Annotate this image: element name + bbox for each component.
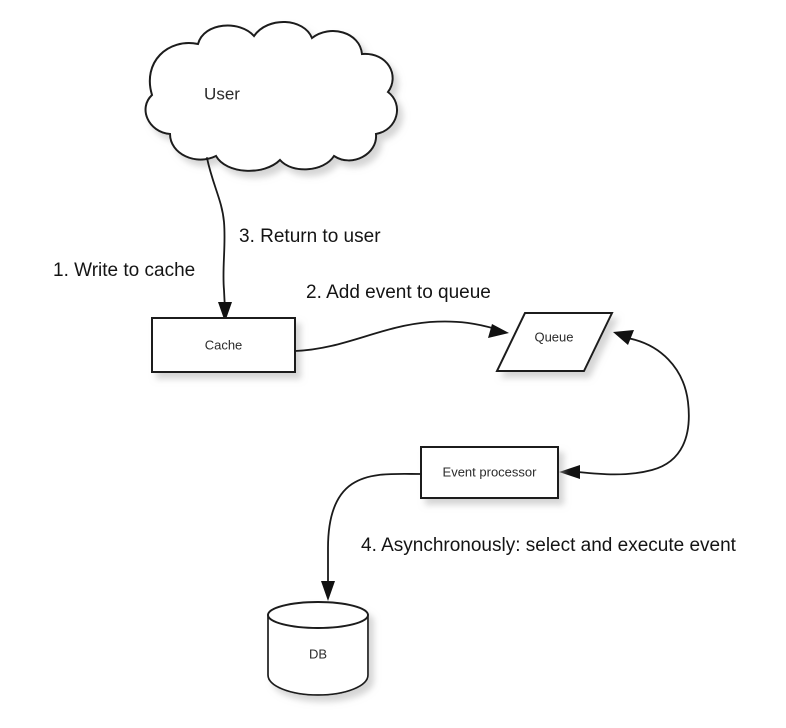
- step-label-3: 3. Return to user: [239, 226, 381, 247]
- node-label-cache: Cache: [205, 337, 243, 352]
- arrowhead-user-to-cache: [218, 302, 232, 322]
- arrowhead-loop-to-processor: [559, 465, 580, 479]
- arrowhead-loop-to-queue: [613, 330, 634, 345]
- step-label-4: 4. Asynchronously: select and execute ev…: [361, 535, 737, 556]
- edge-cache-to-queue: [294, 320, 509, 352]
- step-label-1: 1. Write to cache: [53, 260, 195, 281]
- node-db[interactable]: DB: [267, 601, 369, 696]
- step-label-2: 2. Add event to queue: [306, 282, 491, 303]
- edge-user-to-cache: [206, 157, 232, 322]
- edge-queue-processor-loop: [559, 330, 690, 479]
- node-cache[interactable]: Cache: [151, 317, 296, 373]
- node-label-user: User: [204, 84, 240, 103]
- edge-processor-to-db: [321, 472, 422, 601]
- arrowhead-cache-to-queue: [488, 324, 509, 338]
- node-event-processor[interactable]: Event processor: [420, 446, 559, 499]
- node-user[interactable]: User: [144, 21, 398, 172]
- node-label-queue: Queue: [534, 329, 573, 344]
- arrowhead-processor-to-db: [321, 581, 335, 601]
- node-queue[interactable]: Queue: [495, 312, 614, 372]
- node-label-db: DB: [309, 646, 327, 661]
- node-label-event-processor: Event processor: [443, 464, 538, 479]
